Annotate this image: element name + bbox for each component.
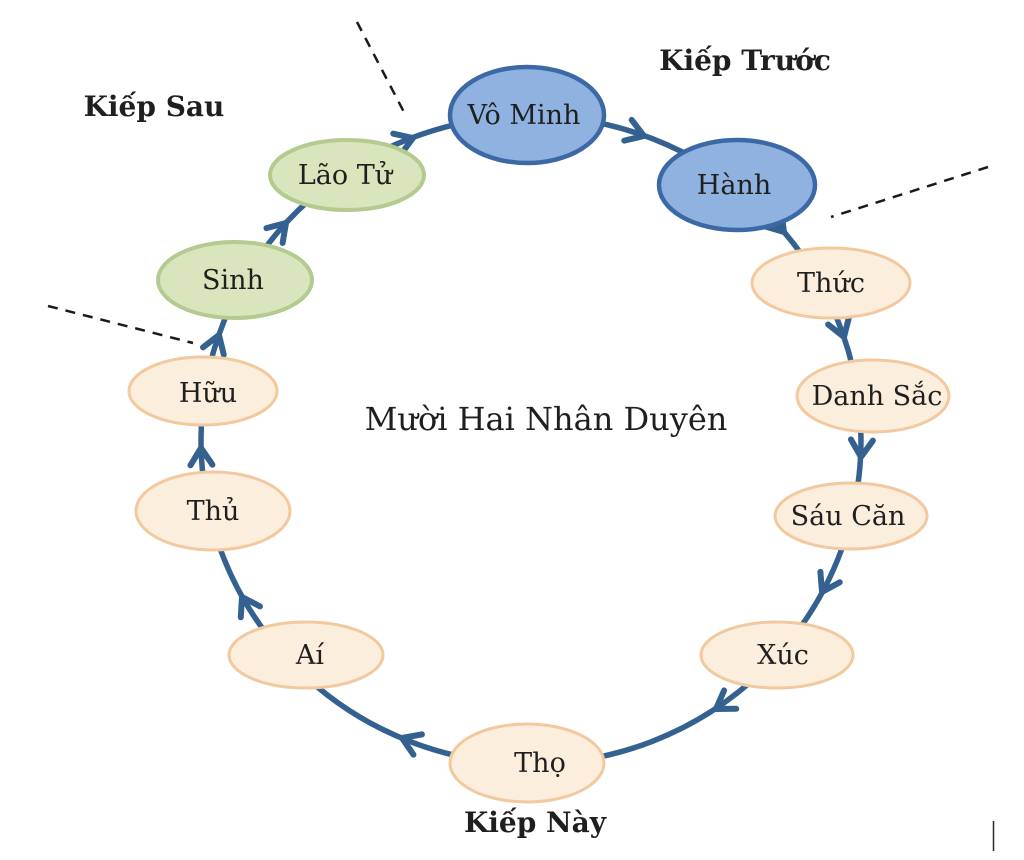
node-xuc-label: Xúc (757, 640, 809, 671)
node-tho: Thọ (448, 722, 606, 804)
node-tho-shape (448, 722, 606, 804)
node-vo-minh: Vô Minh (447, 64, 607, 166)
node-hanh-shape (656, 137, 818, 233)
arrowhead-danh-sac-to-sau-can (847, 436, 876, 460)
node-thu-label: Thủ (187, 495, 240, 527)
node-vo-minh-label: Vô Minh (467, 100, 581, 131)
node-huu-shape (127, 355, 279, 427)
stage-dividers (47, 21, 989, 345)
node-xuc: Xúc (699, 620, 855, 690)
node-danh-sac-shape (795, 358, 951, 434)
node-sau-can: Sáu Căn (773, 481, 929, 551)
node-hanh: Hành (656, 137, 818, 233)
node-sau-can-label: Sáu Căn (791, 501, 906, 532)
diagram-title: Mười Hai Nhân Duyên (365, 400, 728, 438)
arrowhead-vo-minh-to-hanh (621, 116, 647, 144)
stage-label-kiep-nay: Kiếp Này (464, 806, 607, 839)
node-danh-sac-label: Danh Sắc (812, 380, 943, 412)
node-sau-can-shape (773, 481, 929, 551)
arrowhead-lao-tu-to-vo-minh (390, 130, 416, 158)
node-sinh-shape (156, 240, 314, 320)
arrowhead-xuc-to-tho (713, 687, 740, 712)
node-hanh-label: Hành (697, 170, 771, 201)
divider-dash-top (355, 21, 408, 117)
node-lao-tu: Lão Tử (268, 138, 426, 212)
node-sinh: Sinh (156, 240, 314, 320)
node-tho-label: Thọ (514, 748, 566, 779)
arrowhead-thuc-to-danh-sac (825, 314, 852, 340)
arrowhead-ai-to-thu (237, 594, 263, 621)
node-thuc: Thức (750, 246, 912, 320)
arrowhead-thu-to-huu (187, 445, 216, 469)
divider-dash-right (830, 165, 989, 219)
node-xuc-shape (699, 620, 855, 690)
node-thu: Thủ (134, 470, 292, 552)
node-ai-shape (227, 620, 385, 690)
node-ai-label: Aí (295, 640, 324, 671)
flow-arrowheads (187, 116, 876, 758)
node-huu-label: Hữu (179, 378, 237, 409)
node-huu: Hữu (127, 355, 279, 427)
node-danh-sac: Danh Sắc (795, 358, 951, 434)
node-vo-minh-shape (447, 64, 607, 166)
arrowhead-huu-to-sinh (199, 332, 227, 358)
node-thuc-shape (750, 246, 912, 320)
node-lao-tu-label: Lão Tử (298, 159, 394, 191)
arrowhead-sinh-to-lao-tu (263, 220, 289, 246)
node-lao-tu-shape (268, 138, 426, 212)
arrowhead-sau-can-to-xuc (817, 568, 843, 595)
stage-label-kiep-sau: Kiếp Sau (84, 90, 225, 123)
divider-dash-left (47, 304, 194, 345)
node-thuc-label: Thức (797, 268, 865, 299)
stage-label-kiep-truoc: Kiếp Trước (659, 44, 831, 77)
node-thu-shape (134, 470, 292, 552)
node-ai: Aí (227, 620, 385, 690)
arrowhead-tho-to-ai (399, 731, 425, 758)
node-sinh-label: Sinh (202, 265, 264, 296)
